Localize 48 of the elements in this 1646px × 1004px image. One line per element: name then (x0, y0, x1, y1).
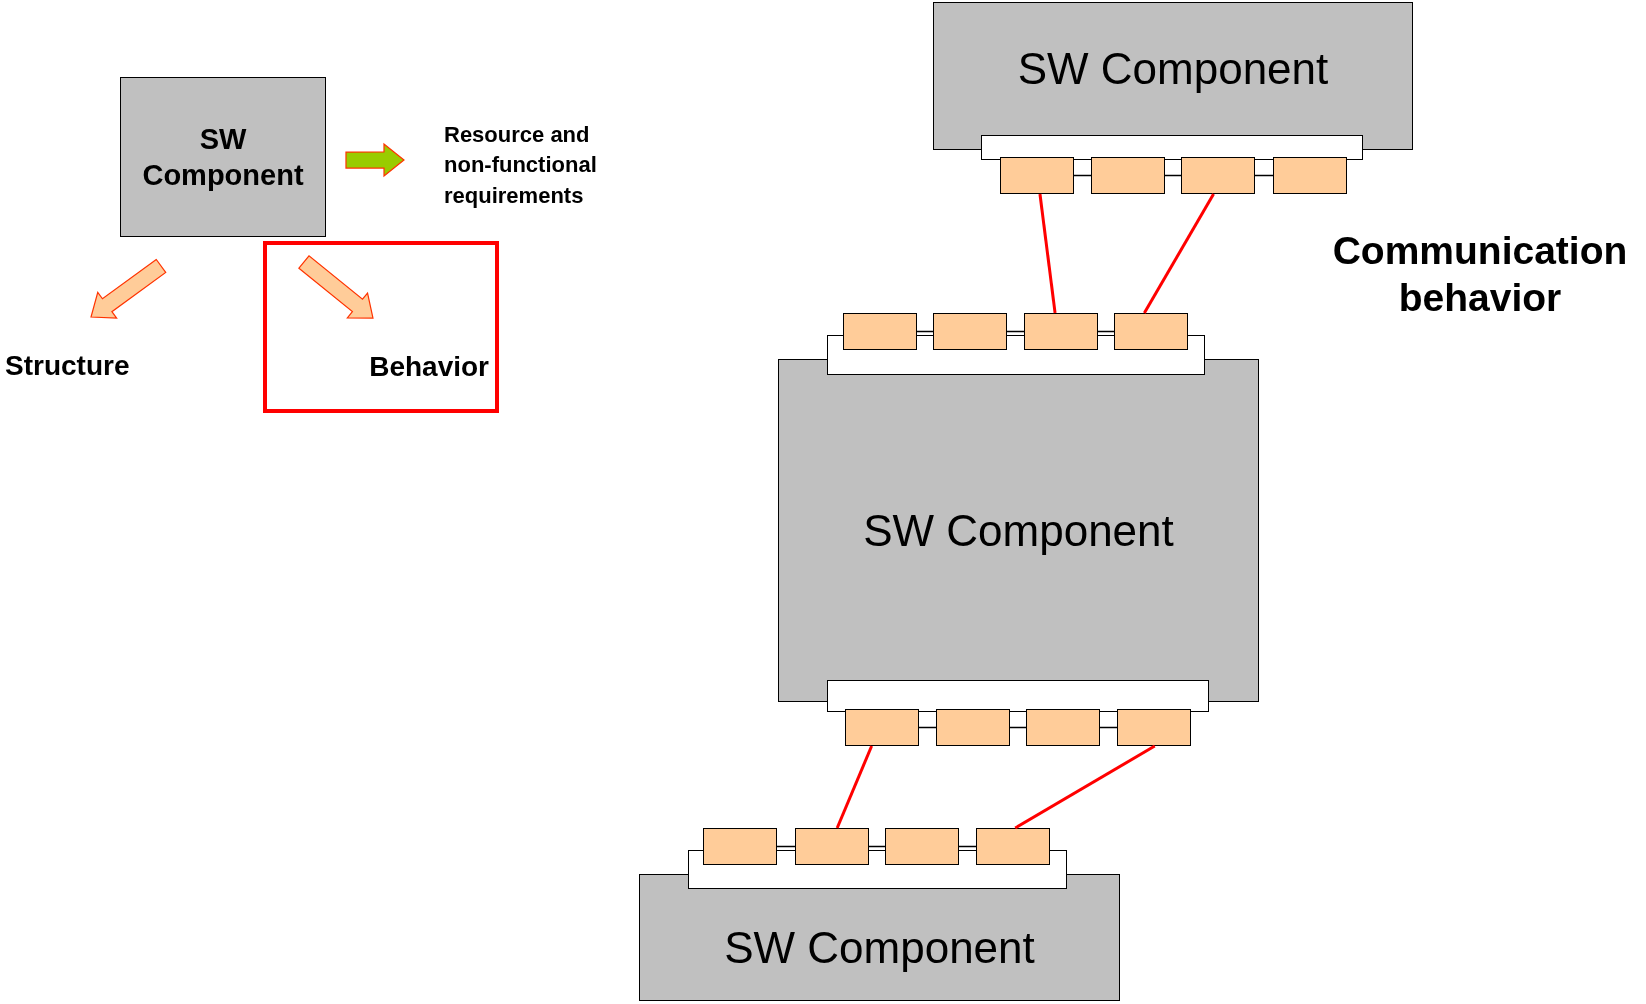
node-text: Resource and non-functional requirements (444, 121, 598, 210)
connector-line (1038, 193, 1057, 314)
link-line (1164, 174, 1182, 177)
port-box (933, 313, 1007, 350)
port-box (1026, 709, 1100, 746)
node-text: SW Component (141, 121, 305, 193)
annotation-text: Communication behavior (1331, 228, 1629, 321)
port-box (1000, 157, 1074, 194)
block-arrow (345, 142, 405, 178)
connector-line (1143, 193, 1215, 314)
link-line (1099, 726, 1118, 729)
port-box (885, 828, 959, 865)
port-box (976, 828, 1050, 865)
link-line (776, 845, 796, 848)
link-line (1073, 174, 1092, 177)
port-box (936, 709, 1010, 746)
port-box (1181, 157, 1255, 194)
port-box (843, 313, 917, 350)
port-box (1024, 313, 1098, 350)
link-line (1097, 330, 1115, 333)
link-line (958, 845, 977, 848)
connector-line (835, 745, 874, 829)
link-line (916, 330, 934, 333)
port-box (1117, 709, 1191, 746)
link-line (918, 726, 937, 729)
port-strip (827, 680, 1209, 712)
node-text: SW Component (724, 922, 1035, 973)
link-line (1009, 726, 1027, 729)
connector-line (1014, 744, 1156, 830)
component-box (933, 2, 1413, 150)
link-line (1006, 330, 1025, 333)
link-line (868, 845, 886, 848)
port-box (703, 828, 777, 865)
link-line (1254, 174, 1274, 177)
block-arrow (90, 258, 167, 319)
port-box (795, 828, 869, 865)
node-text: Structure (5, 350, 131, 382)
node-text: SW Component (1017, 44, 1329, 94)
port-box (1273, 157, 1347, 194)
component-box (639, 874, 1120, 1001)
component-box (120, 77, 326, 237)
port-box (845, 709, 919, 746)
block-arrow (298, 254, 374, 319)
port-box (1091, 157, 1165, 194)
port-box (1114, 313, 1188, 350)
highlight-frame (263, 241, 499, 413)
node-text: SW Component (863, 505, 1174, 556)
node-text: Behavior (369, 351, 489, 383)
